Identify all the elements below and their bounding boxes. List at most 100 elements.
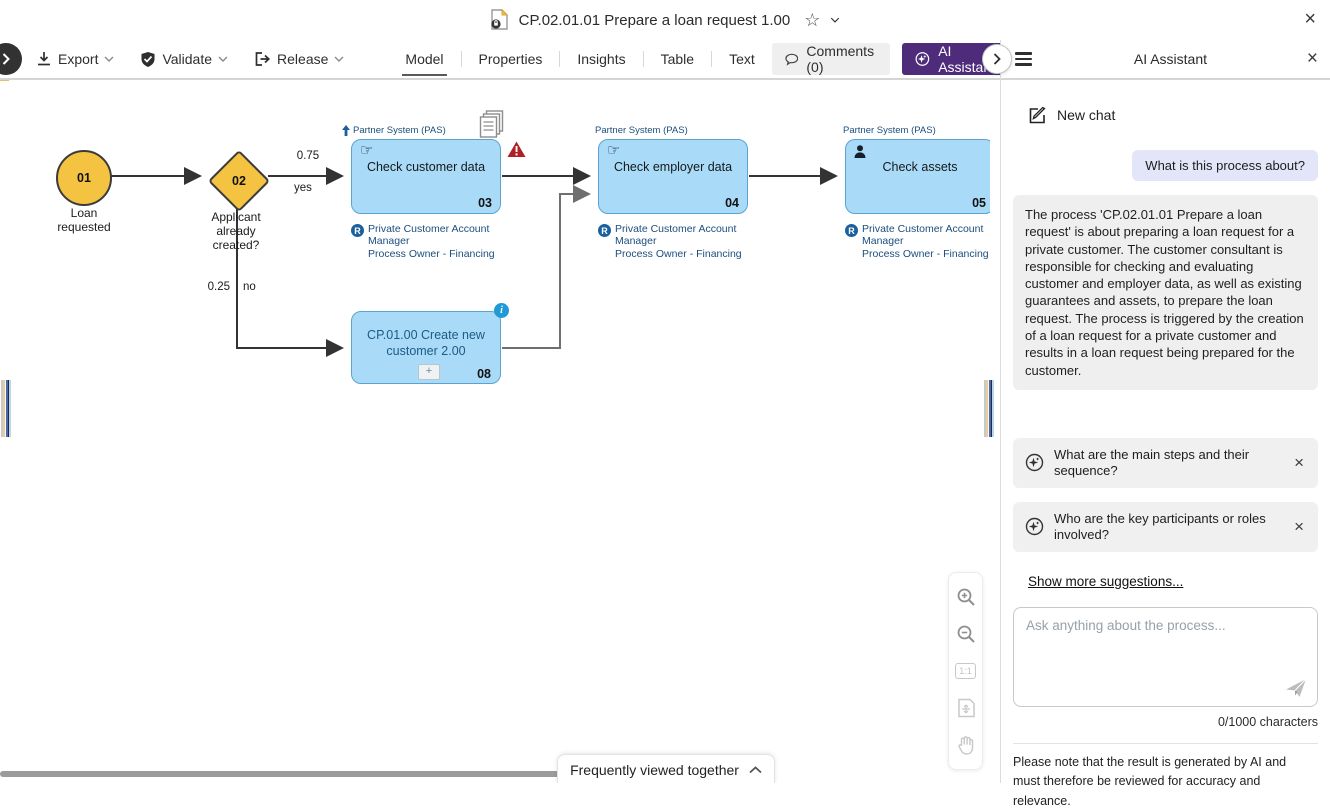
canvas-tool-palette: 1:1 [948,572,983,770]
dismiss-suggestion-icon[interactable]: × [1294,452,1304,472]
suggestion-label: Who are the key participants or roles in… [1054,510,1266,542]
person-icon [854,145,866,158]
system-up-arrow-icon [342,125,350,136]
suggestion-label: What are the main steps and their sequen… [1054,446,1250,478]
horizontal-scrollbar[interactable] [0,771,560,777]
window-close-icon[interactable]: × [1304,8,1316,30]
release-button[interactable]: Release [254,51,344,67]
manual-task-hand-icon: ☞ [360,142,374,159]
warning-triangle-icon[interactable] [507,141,526,158]
task-title: Check employer data [613,160,733,174]
tab-table[interactable]: Table [660,51,695,67]
chevron-up-icon [749,765,762,773]
start-event-label: Loan requested [57,206,111,235]
gateway-label: Applicant already created? [211,210,261,253]
ai-panel-close-icon[interactable]: × [1306,48,1318,69]
user-message-bubble: What is this process about? [1132,150,1318,181]
panel-divider [1013,742,1318,744]
suggestion-chip-main-steps[interactable]: What are the main steps and their sequen… [1013,437,1318,488]
task-check-employer-data[interactable]: ☞ Check employer data 04 [598,139,748,214]
left-panel-resize-handle[interactable] [1,380,11,437]
ai-response-bubble: The process 'CP.02.01.01 Prepare a loan … [1013,195,1318,390]
subprocess-create-new-customer[interactable]: CP.01.00 Create new customer 2.00 + 08 [351,311,501,384]
task-title: Check assets [882,160,958,174]
comments-label: Comments (0) [806,43,875,75]
tab-separator [642,51,644,67]
send-plane-icon[interactable] [1285,678,1307,698]
zoom-in-icon [957,588,975,607]
tab-separator [559,51,561,67]
zoom-out-button[interactable] [954,622,978,646]
model-canvas[interactable]: 01 Loan requested 02 Applicant already c… [0,82,990,783]
suggestion-chip-key-participants[interactable]: Who are the key participants or roles in… [1013,501,1318,552]
documents-stack-icon[interactable] [478,110,505,139]
favorite-star-icon[interactable]: ☆ [804,9,821,30]
chevron-down-icon [334,56,344,62]
release-icon [255,52,271,66]
tab-separator [711,51,713,67]
task-number: 03 [478,196,492,210]
task-title: Check customer data [366,160,486,174]
comments-button[interactable]: Comments (0) [771,43,891,75]
dismiss-suggestion-icon[interactable]: × [1294,516,1304,536]
subprocess-title: CP.01.00 Create new customer 2.00 [367,328,485,358]
task-check-assets[interactable]: Check assets 05 [845,139,990,214]
show-more-suggestions-link[interactable]: Show more suggestions... [1028,573,1184,589]
chevron-right-icon [993,53,1001,65]
start-event-01[interactable]: 01 [56,150,112,206]
roles-task-03: R Private Customer Account Manager Proce… [351,223,503,260]
pan-button[interactable] [954,733,978,757]
gateway-number: 02 [232,174,246,188]
expand-subprocess-button[interactable]: + [418,364,440,380]
edge-label-yes: yes [294,182,312,194]
chat-input[interactable] [1014,607,1317,706]
chevron-right-icon [2,53,10,65]
new-chat-button[interactable]: New chat [1029,106,1330,124]
tab-insights[interactable]: Insights [577,51,626,67]
roles-task-04: R Private Customer Account Manager Proce… [598,223,750,260]
tab-separator [460,51,462,67]
hamburger-icon[interactable] [1013,49,1034,69]
task-check-customer-data[interactable]: ☞ Check customer data 03 [351,139,501,214]
shield-check-icon [141,51,155,67]
validate-label: Validate [162,51,213,67]
role-name: Private Customer Account Manager [862,223,984,248]
validate-button[interactable]: Validate [140,51,228,68]
edge-label-yes-probability: 0.75 [296,150,320,162]
zoom-100-button[interactable]: 1:1 [954,659,978,683]
export-button[interactable]: Export [36,51,114,67]
task-number: 05 [972,196,986,210]
frequently-viewed-tab[interactable]: Frequently viewed together [557,754,775,783]
role-name: Private Customer Account Manager [368,223,490,248]
chevron-down-icon [218,56,228,62]
fit-to-screen-button[interactable] [954,696,978,720]
zoom-in-button[interactable] [954,585,978,609]
download-icon [38,52,50,66]
new-chat-compose-icon [1029,106,1046,124]
role-badge-icon: R [845,224,858,237]
system-label-task-03: Partner System (PAS) [342,125,446,136]
right-panel-resize-handle[interactable] [984,380,994,437]
role-name: Private Customer Account Manager [615,223,737,248]
comment-bubble-icon [785,53,799,66]
character-counter: 0/1000 characters [1217,714,1318,729]
ai-sparkle-icon [1025,518,1044,536]
export-label: Export [58,51,99,67]
expand-left-panel-button[interactable] [0,43,22,75]
chat-input-container [1013,606,1318,707]
start-event-number: 01 [77,171,91,185]
role-name: Process Owner - Financing [615,248,742,261]
collapse-panel-button[interactable] [982,44,1012,74]
new-chat-label: New chat [1057,107,1116,123]
release-label: Release [277,51,329,67]
role-badge-icon: R [598,224,611,237]
role-name: Process Owner - Financing [368,248,495,261]
tab-properties[interactable]: Properties [478,51,543,67]
tab-text[interactable]: Text [729,51,755,67]
ai-panel-header: AI Assistant × [1001,40,1330,80]
info-icon[interactable]: i [494,303,509,318]
tab-model[interactable]: Model [388,39,460,79]
title-chevron-down-icon[interactable] [830,17,840,23]
manual-task-hand-icon: ☞ [607,142,621,159]
task-number: 04 [725,196,739,210]
